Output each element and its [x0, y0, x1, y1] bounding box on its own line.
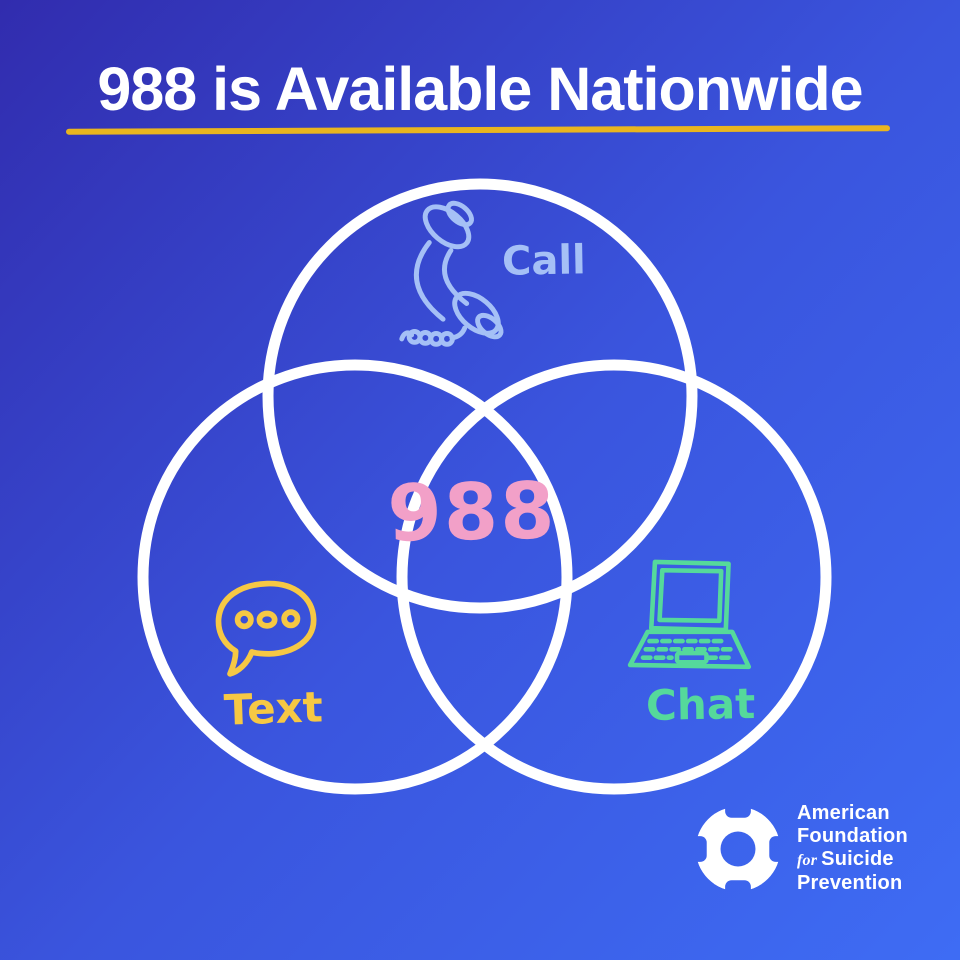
afsp-line-2: Foundation: [797, 825, 908, 847]
text-label: Text: [223, 682, 324, 735]
venn-circle-call: [262, 178, 698, 614]
afsp-line-1: American: [797, 802, 890, 824]
chat-label: Chat: [645, 679, 756, 730]
speech-bubble-icon: [215, 580, 317, 677]
afsp-suicide-word: Suicide: [821, 848, 894, 870]
laptop-icon: [627, 559, 752, 670]
venn-circle-chat: [396, 359, 832, 795]
afsp-for-word: for: [797, 852, 818, 869]
venn-circle-text: [137, 359, 573, 795]
afsp-line-4: Prevention: [797, 872, 903, 894]
lifebuoy-icon: [695, 806, 781, 891]
poster-title: 988 is Available Nationwide: [97, 55, 863, 123]
call-label: Call: [501, 237, 587, 285]
phone-handset-icon: [399, 200, 504, 347]
venn-center-label: 988: [386, 466, 558, 560]
